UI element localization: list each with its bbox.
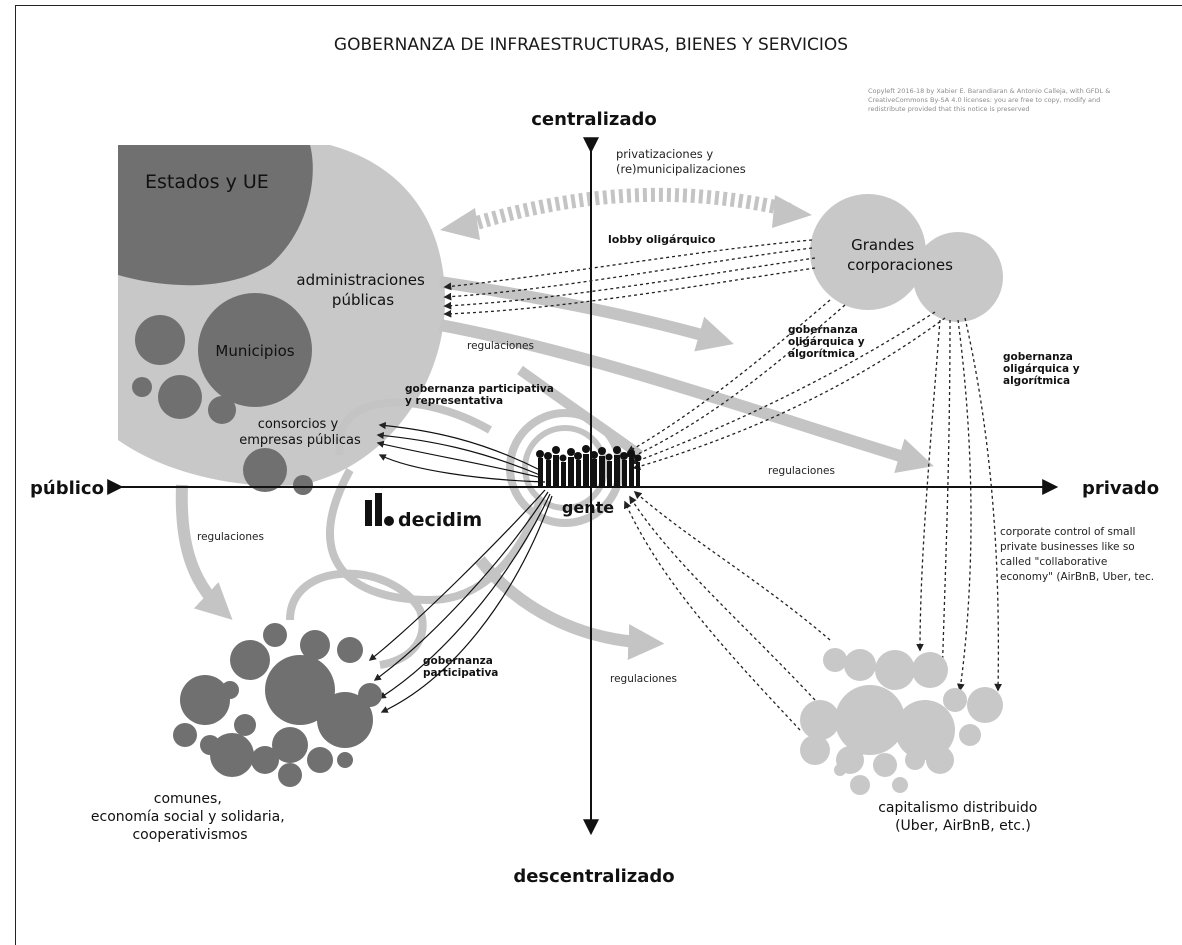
capitalismo-to-gente-dotted bbox=[623, 490, 831, 731]
lobby-dotted-arrows bbox=[443, 239, 816, 318]
regulaciones-label-4: regulaciones bbox=[610, 673, 677, 685]
regulaciones-arrow-2 bbox=[438, 319, 934, 474]
oligarquica-dotted-arrows bbox=[626, 299, 946, 470]
estados-ue-shape bbox=[118, 145, 313, 286]
decidim-label: decidim bbox=[398, 509, 482, 531]
corporaciones-circle-2 bbox=[913, 232, 1003, 322]
axis-label-right: privado bbox=[1082, 478, 1159, 499]
comunes-label: comunes, economía social y solidaria, co… bbox=[91, 791, 289, 843]
municipios-label: Municipios bbox=[215, 342, 294, 360]
corporaciones-circle-1 bbox=[810, 194, 926, 310]
consorcios-label: consorcios y empresas públicas bbox=[239, 417, 361, 448]
frame-top-border bbox=[15, 5, 1182, 6]
decidim-logo-icon bbox=[365, 493, 394, 526]
municipios-circle bbox=[198, 293, 312, 407]
estados-ue-label: Estados y UE bbox=[145, 171, 269, 193]
axis-label-bottom: descentralizado bbox=[513, 866, 674, 887]
muni-small-2 bbox=[158, 375, 202, 419]
decidim-loop-2 bbox=[326, 468, 544, 605]
capitalismo-label: capitalismo distribuido (Uber, AirBnB, e… bbox=[878, 800, 1042, 834]
privatizaciones-label: privatizaciones y (re)municipalizaciones bbox=[616, 147, 746, 176]
muni-small-3 bbox=[132, 377, 152, 397]
consorcio-circle-2 bbox=[293, 475, 313, 495]
muni-small-4 bbox=[208, 396, 236, 424]
muni-small-1 bbox=[135, 315, 185, 365]
axis-label-top: centralizado bbox=[531, 109, 657, 130]
gente-crowd-silhouette bbox=[536, 445, 642, 486]
gob-participativa-rep-label: gobernanza participativa y representativ… bbox=[405, 383, 557, 407]
privatizaciones-head-left bbox=[440, 208, 480, 240]
axis-label-left: público bbox=[30, 478, 104, 499]
diagram-title: GOBERNANZA DE INFRAESTRUCTURAS, BIENES Y… bbox=[334, 35, 848, 55]
privatizaciones-head-right bbox=[772, 195, 812, 228]
capitalismo-cluster bbox=[800, 648, 1003, 795]
regulaciones-arrow-4 bbox=[475, 556, 665, 661]
decidim-loop-1 bbox=[335, 398, 492, 456]
regulaciones-label-3: regulaciones bbox=[197, 531, 264, 543]
lobby-label: lobby oligárquico bbox=[608, 233, 716, 246]
comunes-cluster bbox=[173, 623, 382, 787]
frame-left-border bbox=[15, 5, 16, 945]
gente-label: gente bbox=[562, 498, 614, 517]
gente-solid-arrows bbox=[368, 421, 553, 713]
corporate-control-note: corporate control of small private busin… bbox=[1000, 526, 1154, 583]
regulaciones-arrow-3 bbox=[175, 484, 233, 620]
copyright-notice: Copyleft 2016-18 by Xabier E. Barandiara… bbox=[868, 87, 1112, 113]
grandes-corporaciones-label: Grandes corporaciones bbox=[847, 236, 953, 274]
regulaciones-label-2: regulaciones bbox=[768, 465, 835, 477]
privatizaciones-arrow bbox=[467, 187, 792, 232]
regulaciones-label-1: regulaciones bbox=[467, 340, 534, 352]
consorcio-circle-1 bbox=[243, 448, 287, 492]
gob-participativa-label: gobernanza participativa bbox=[423, 655, 498, 679]
admin-publicas-label: administraciones públicas bbox=[296, 271, 429, 309]
gob-oligarquica-label-1: gobernanza oligárquica y algorítmica bbox=[788, 324, 868, 360]
gob-oligarquica-label-2: gobernanza oligárquica y algorítmica bbox=[1003, 351, 1083, 387]
corporate-control-dotted-arrows bbox=[916, 317, 1003, 692]
